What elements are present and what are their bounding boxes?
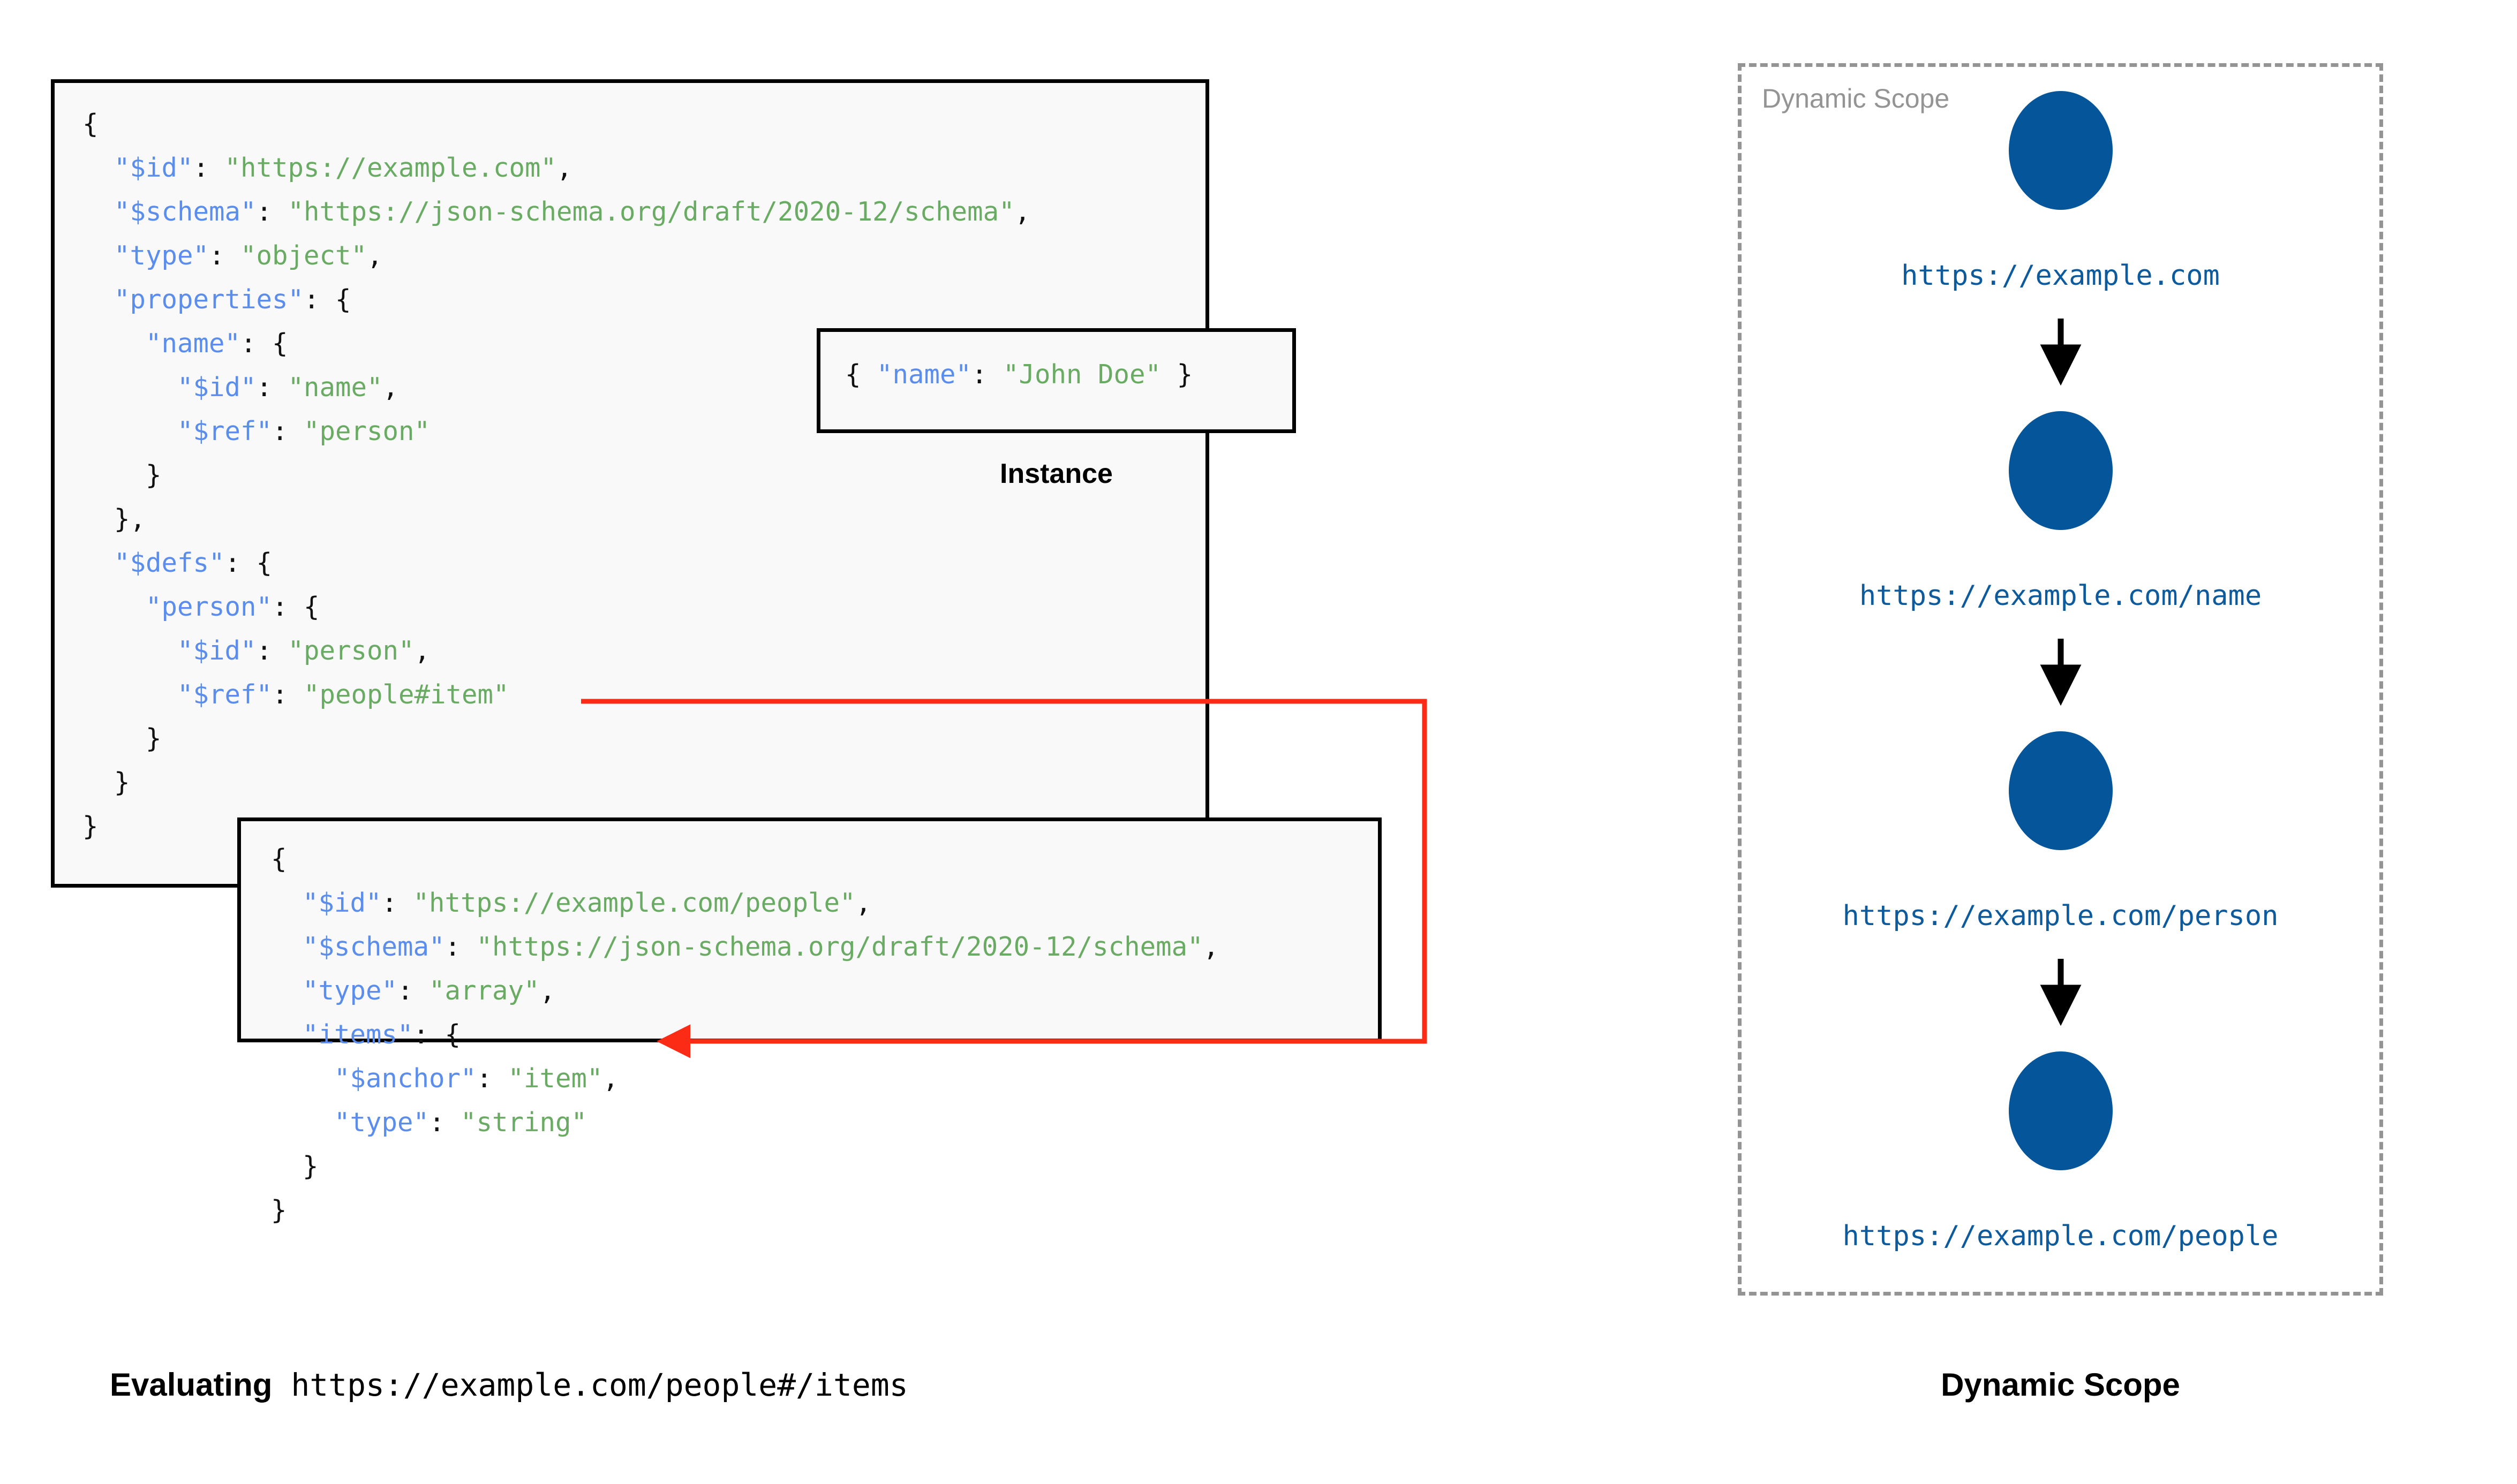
scope-node-2 xyxy=(2009,731,2113,850)
scope-arrow-0 xyxy=(2040,319,2082,386)
root-schema-box: { "$id": "https://example.com", "$schema… xyxy=(51,79,1209,888)
evaluating-caption-uri: https://example.com/people#/items xyxy=(272,1367,908,1403)
ref-anchor-arrow xyxy=(581,699,1427,1058)
instance-box: { "name": "John Doe" } xyxy=(817,328,1296,433)
scope-arrow-2 xyxy=(2040,959,2082,1026)
scope-node-label-2: https://example.com/person xyxy=(1842,900,2279,932)
scope-arrow-1 xyxy=(2040,639,2082,706)
instance-code: { "name": "John Doe" } xyxy=(845,359,1193,390)
people-schema-code: { "$id": "https://example.com/people", "… xyxy=(271,844,1219,1225)
evaluating-caption: Evaluating https://example.com/people#/i… xyxy=(110,1366,908,1403)
scope-node-0 xyxy=(2009,91,2113,210)
dynamic-scope-label: Dynamic Scope xyxy=(1762,84,1950,113)
scope-node-label-1: https://example.com/name xyxy=(1859,580,2262,612)
evaluating-caption-bold: Evaluating xyxy=(110,1367,273,1403)
scope-node-label-3: https://example.com/people xyxy=(1842,1220,2279,1252)
scope-node-3 xyxy=(2009,1051,2113,1170)
instance-caption: Instance xyxy=(1000,458,1113,489)
root-schema-code: { "$id": "https://example.com", "$schema… xyxy=(82,109,1031,842)
scope-node-1 xyxy=(2009,411,2113,530)
dynamic-scope-caption: Dynamic Scope xyxy=(1941,1367,2180,1403)
dynamic-scope-container xyxy=(1738,63,2383,1296)
people-schema-box: { "$id": "https://example.com/people", "… xyxy=(237,817,1382,1225)
scope-node-label-0: https://example.com xyxy=(1901,260,2220,292)
